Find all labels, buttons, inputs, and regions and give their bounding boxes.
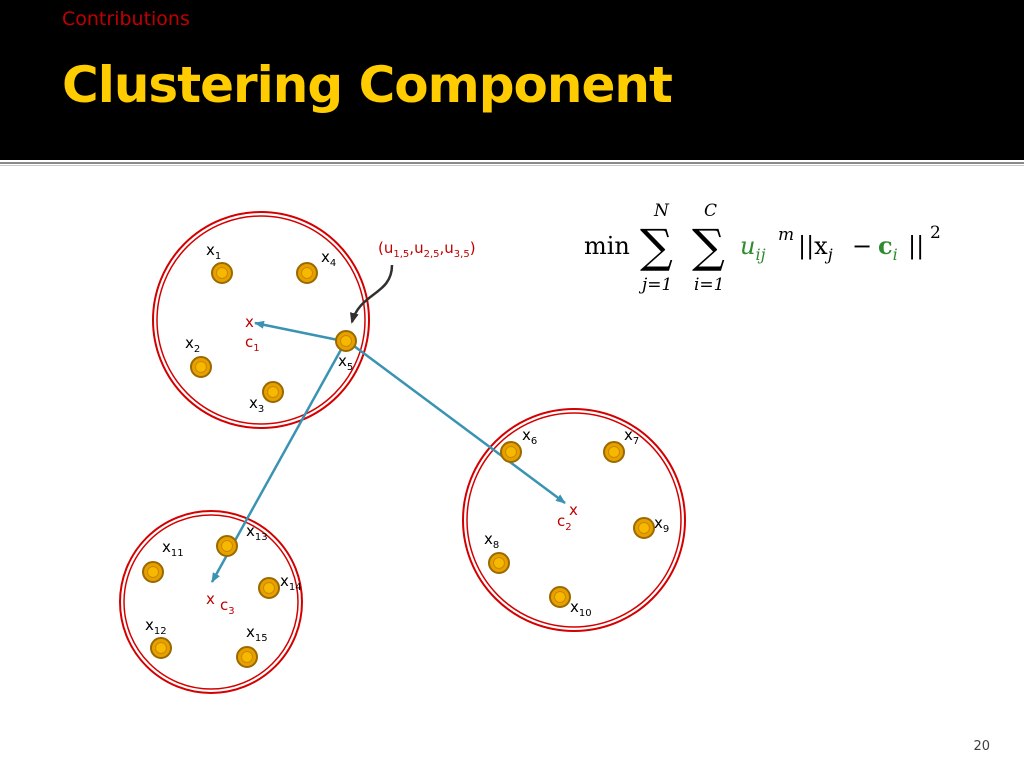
- formula-sum-j-top: N: [653, 201, 670, 221]
- label-x13: x13: [246, 522, 268, 543]
- header-divider: [0, 162, 1024, 164]
- label-x14: x14: [280, 572, 302, 593]
- centroid-c3-mark: x: [206, 590, 215, 608]
- centroid-c3-label: c3: [220, 596, 235, 617]
- label-x12: x12: [145, 616, 167, 637]
- centroid-c2-mark: x: [569, 501, 578, 519]
- data-point-x13: [216, 535, 238, 557]
- formula-sum-j-bottom: j=1: [638, 275, 672, 295]
- membership-pointer-arrow: [349, 264, 394, 324]
- arrow-x5-to-c2: [349, 341, 566, 505]
- formula-min: min: [584, 232, 630, 260]
- data-point-x7: [603, 441, 625, 463]
- label-x10: x10: [570, 598, 592, 619]
- label-x3: x3: [249, 394, 264, 415]
- centroid-c1: x c1: [245, 313, 260, 354]
- formula-sum-i: ∑: [692, 219, 725, 273]
- label-x5: x5: [338, 352, 353, 373]
- objective-formula: min N ∑ j=1 C ∑ i=1 uij m ||xj − ci || 2: [584, 201, 941, 295]
- data-point-x14: [258, 577, 280, 599]
- label-x1: x1: [206, 241, 221, 262]
- data-point-x6: [500, 441, 522, 463]
- data-point-x5: [335, 330, 357, 352]
- formula-c: ci: [878, 231, 898, 264]
- formula-sum-i-top: C: [704, 201, 717, 221]
- label-x11: x11: [162, 538, 184, 559]
- centroid-c1-label: c1: [245, 333, 260, 354]
- cluster-1-circle: [152, 211, 370, 429]
- page-number: 20: [973, 739, 990, 754]
- formula-u: uij: [740, 232, 766, 264]
- centroid-c2: x c2: [557, 501, 578, 533]
- data-point-x12: [150, 637, 172, 659]
- label-x7: x7: [624, 426, 639, 447]
- centroid-c3: x c3: [206, 590, 235, 617]
- formula-u-power: m: [778, 225, 794, 245]
- data-point-x3: [262, 381, 284, 403]
- section-label: Contributions: [62, 8, 190, 30]
- label-x2: x2: [185, 334, 200, 355]
- centroid-c1-mark: x: [245, 313, 254, 331]
- data-point-x4: [296, 262, 318, 284]
- label-x15: x15: [246, 623, 268, 644]
- label-x9: x9: [654, 514, 669, 535]
- label-x8: x8: [484, 530, 499, 551]
- data-point-x10: [549, 586, 571, 608]
- formula-norm-close: ||: [908, 232, 924, 261]
- data-point-x8: [488, 552, 510, 574]
- data-point-x1: [211, 262, 233, 284]
- title-bar: [0, 0, 1024, 160]
- label-x6: x6: [522, 426, 537, 447]
- data-point-x11: [142, 561, 164, 583]
- cluster-3-circle: [119, 510, 303, 694]
- cluster-2-circle: [462, 408, 686, 632]
- formula-norm-x: ||xj: [798, 232, 833, 264]
- formula-sum-i-bottom: i=1: [694, 275, 725, 295]
- centroid-c2-label: c2: [557, 512, 572, 533]
- membership-label: (u1,5,u2,5,u3,5): [378, 239, 476, 260]
- slide-title: Clustering Component: [62, 56, 673, 114]
- formula-minus: −: [852, 232, 872, 260]
- data-point-x9: [633, 517, 655, 539]
- label-x4: x4: [321, 248, 336, 269]
- formula-power: 2: [930, 223, 941, 243]
- arrow-x5-to-c1: [254, 320, 344, 343]
- formula-sum-j: ∑: [640, 219, 673, 273]
- data-point-x15: [236, 646, 258, 668]
- data-point-x2: [190, 356, 212, 378]
- header-divider-thin: [0, 165, 1024, 166]
